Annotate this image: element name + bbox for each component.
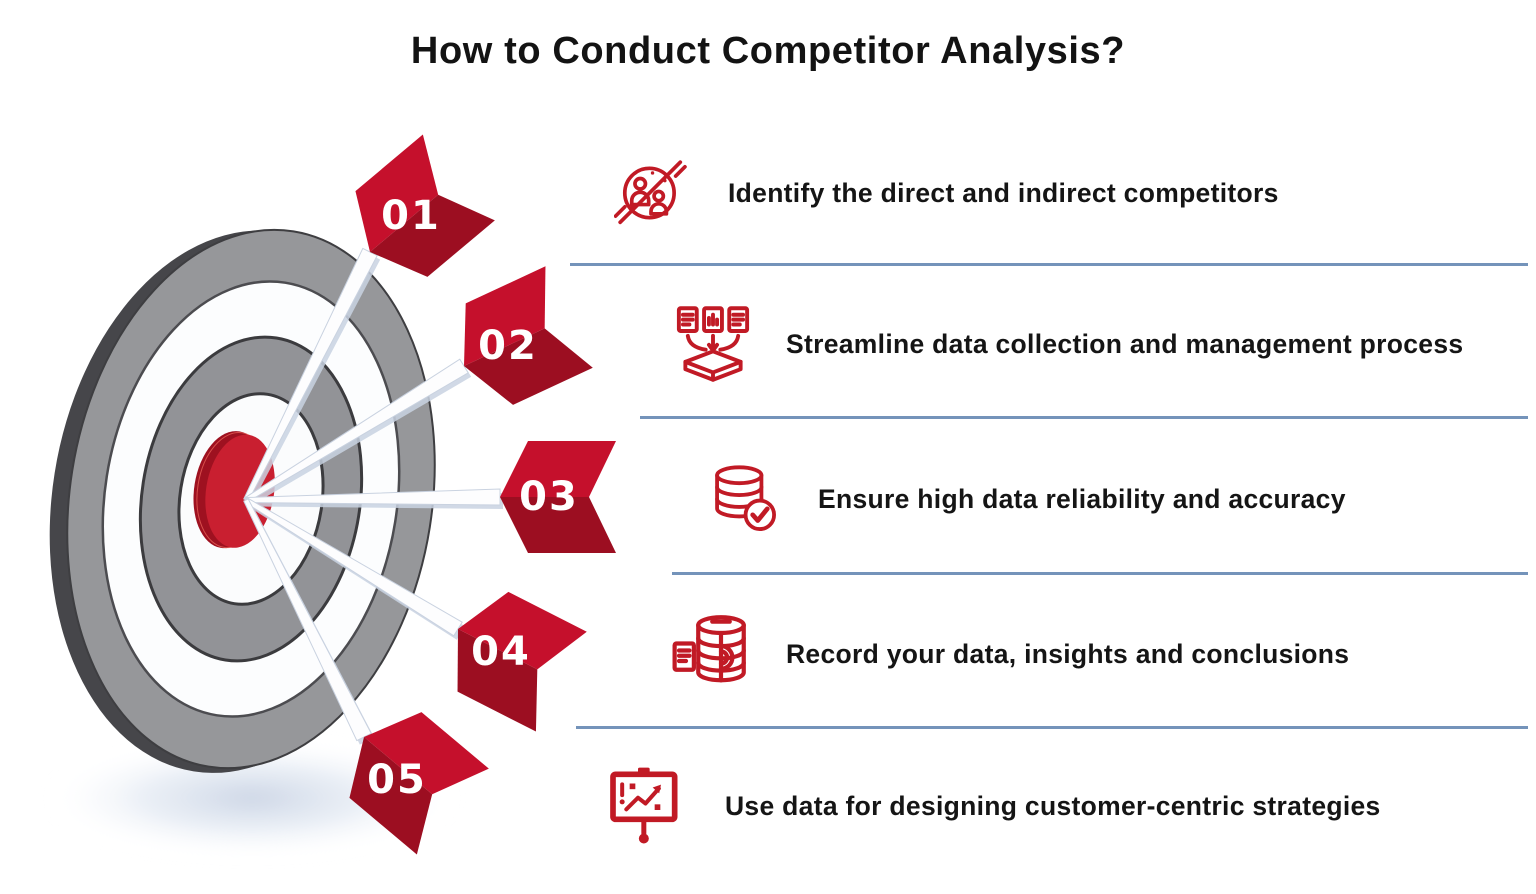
- target-illustration: [47, 134, 616, 856]
- database-check-icon: [715, 465, 776, 531]
- step-number-03: 03: [519, 474, 579, 520]
- flag-04: [457, 591, 587, 732]
- presentation-chart-icon: [610, 767, 678, 844]
- ray-05: [243, 498, 372, 742]
- step-number-02: 02: [478, 323, 538, 369]
- step-row-3: Ensure high data reliability and accurac…: [706, 453, 1346, 545]
- step-number-05: 05: [367, 757, 427, 803]
- step-row-1: Identify the direct and indirect competi…: [614, 147, 1279, 239]
- divider-2: [640, 416, 1528, 419]
- step-label-2: Streamline data collection and managemen…: [786, 328, 1464, 359]
- step-label-1: Identify the direct and indirect competi…: [728, 177, 1279, 208]
- step-label-5: Use data for designing customer-centric …: [725, 790, 1381, 821]
- step-label-4: Record your data, insights and conclusio…: [786, 638, 1350, 669]
- target-ground-shadow: [47, 740, 457, 856]
- page-title: How to Conduct Competitor Analysis?: [410, 30, 1126, 72]
- step-row-4: Record your data, insights and conclusio…: [672, 608, 1349, 700]
- data-record-icon: [672, 615, 746, 683]
- rays: [243, 247, 501, 742]
- flag-05: [349, 712, 489, 855]
- divider-3: [672, 572, 1528, 575]
- flag-02: [464, 266, 593, 405]
- step-row-2: Streamline data collection and managemen…: [674, 298, 1463, 390]
- step-row-5: Use data for designing customer-centric …: [603, 760, 1381, 852]
- step-label-3: Ensure high data reliability and accurac…: [818, 483, 1346, 514]
- flag-01: [355, 134, 495, 277]
- step-number-04: 04: [471, 629, 531, 675]
- step-number-01: 01: [381, 193, 441, 239]
- divider-4: [576, 726, 1528, 729]
- competitors-icon: [614, 160, 687, 225]
- data-collection-icon: [676, 306, 750, 382]
- flag-03: [500, 441, 616, 553]
- divider-1: [570, 263, 1528, 266]
